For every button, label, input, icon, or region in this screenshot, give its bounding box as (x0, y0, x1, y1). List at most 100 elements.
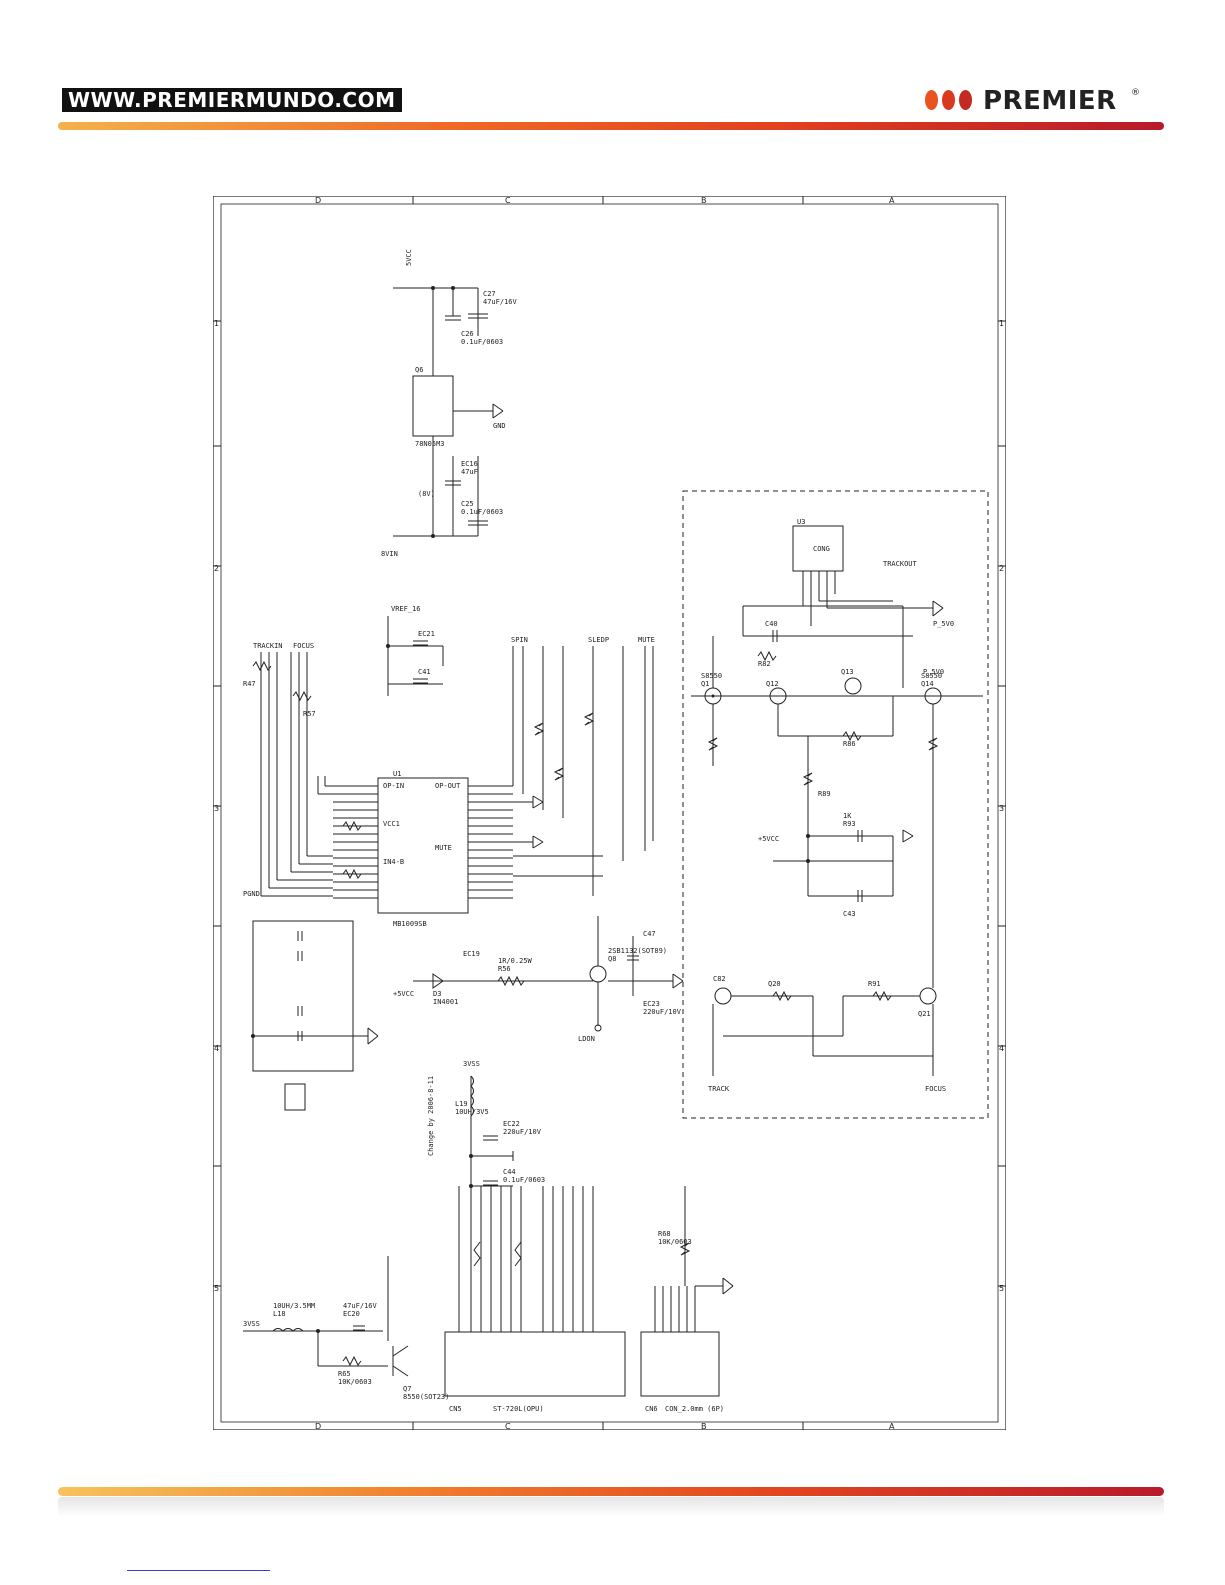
change-note: Change by 2006-8-11 (427, 1076, 435, 1156)
logo-dot-icon (959, 90, 972, 110)
label-focus: FOCUS (925, 1085, 946, 1093)
component-ref: R93 (843, 820, 856, 828)
zone-number: 5 (214, 1284, 219, 1293)
zone-letter: B (701, 196, 707, 205)
zone-number: 3 (214, 804, 219, 813)
component-value: 10K/0603 (338, 1378, 372, 1386)
hall-ref: U3 (797, 518, 805, 526)
zone-number: 5 (999, 1284, 1004, 1293)
regulator-part: 78N05M3 (415, 440, 445, 448)
zone-letter: B (701, 1422, 707, 1430)
label-focus: FOCUS (293, 642, 314, 650)
label-vref: VREF_16 (391, 605, 421, 613)
component-ref: C26 (461, 330, 474, 338)
label-p5v: P_5V0 (923, 668, 944, 676)
regulator-note: (8V) (418, 490, 435, 498)
component-ref: R57 (303, 710, 316, 718)
component-ref: R56 (498, 965, 511, 973)
component-ref: EC20 (343, 1310, 360, 1318)
component-ref: EC23 (643, 1000, 660, 1008)
label-ldon: LDON (578, 1035, 595, 1043)
component-ref: R91 (868, 980, 881, 988)
component-ref: C82 (713, 975, 726, 983)
component-ref: R86 (843, 740, 856, 748)
label-gnd: GND (493, 422, 506, 430)
component-ref: Q8 (608, 955, 616, 963)
component-ref: R65 (338, 1370, 351, 1378)
regulator-ref: Q6 (415, 366, 423, 374)
component-value: 0.1uF/0603 (461, 338, 503, 346)
component-ref: Q1 (701, 680, 709, 688)
component-ref: R68 (658, 1230, 671, 1238)
component-ref: R82 (758, 660, 771, 668)
label-8vin: 8VIN (381, 550, 398, 558)
component-ref: C44 (503, 1168, 516, 1176)
zone-number: 4 (999, 1044, 1004, 1053)
ic-main-pin: OP-IN (383, 782, 404, 790)
component-ref: C40 (765, 620, 778, 628)
zone-number: 2 (214, 564, 219, 573)
component-ref: EC21 (418, 630, 435, 638)
registered-mark: ® (1131, 88, 1140, 98)
ic-main-part: MB1009SB (393, 920, 427, 928)
component-ref: L18 (273, 1310, 286, 1318)
component-ref: Q12 (766, 680, 779, 688)
header-divider-bar (58, 122, 1164, 130)
component-value: S8550 (701, 672, 722, 680)
zone-letter: D (315, 1422, 321, 1430)
ic-main-pin: OP-OUT (435, 782, 461, 790)
website-url: WWW.PREMIERMUNDO.COM (62, 88, 402, 112)
component-ref: C25 (461, 500, 474, 508)
ic-main-ref: U1 (393, 770, 401, 778)
component-ref: EC16 (461, 460, 478, 468)
cn6-ref: CN6 (645, 1405, 658, 1413)
component-value: 10UH/3.5MM (273, 1302, 315, 1310)
component-value: 1R/0.25W (498, 957, 533, 965)
label-lens: 3VSS (243, 1320, 260, 1328)
logo-dot-icon (925, 90, 938, 110)
label-p5v: P_5V0 (933, 620, 954, 628)
footer-link-underline[interactable] (127, 1570, 270, 1571)
component-ref: Q21 (918, 1010, 931, 1018)
component-value: 2SB1132(SOT89) (608, 947, 667, 955)
circuit-schematic: 5VCC 8VIN (8V) Q6 78N05M3 GND VREF_16 TR… (213, 196, 1006, 1430)
component-value: S8550 (921, 672, 942, 680)
component-value: 220uF/10V (503, 1128, 542, 1136)
label-pgnd: PGND (243, 890, 260, 898)
label-5vcc: 5VCC (405, 249, 413, 266)
ic-main-pin: MUTE (435, 844, 452, 852)
footer-bar-shadow (58, 1497, 1164, 1517)
component-ref: Q7 (403, 1385, 411, 1393)
label-sled: SLEDP (588, 636, 609, 644)
zone-letter: D (315, 196, 321, 205)
zone-letter: C (505, 196, 511, 205)
zone-number: 4 (214, 1044, 219, 1053)
component-value: 47uF (461, 468, 478, 476)
zone-letter: C (505, 1422, 511, 1430)
component-ref: EC19 (463, 950, 480, 958)
cn6-part: CON_2.0mm (6P) (665, 1405, 724, 1413)
ic-main-pin: VCC1 (383, 820, 400, 828)
zone-number: 1 (214, 319, 219, 328)
label-tracking: TRACK (708, 1085, 730, 1093)
zone-number: 2 (999, 564, 1004, 573)
component-value: 10UH/3V5 (455, 1108, 489, 1116)
ic-main-pin: IN4-B (383, 858, 404, 866)
hall-part: CONG (813, 545, 830, 553)
zone-letter: A (889, 1422, 895, 1430)
label-mvcc: +5VCC (393, 990, 414, 998)
premier-logo: PREMIER ® (925, 86, 1165, 116)
zone-letter: A (889, 196, 895, 205)
footer-divider-bar (58, 1487, 1164, 1496)
logo-dot-icon (942, 90, 955, 110)
component-value: 8550(SOT23) (403, 1393, 449, 1401)
component-value: 10K/0603 (658, 1238, 692, 1246)
component-value: IN4001 (433, 998, 458, 1006)
component-ref: C27 (483, 290, 496, 298)
zone-number: 1 (999, 319, 1004, 328)
label-tracko: TRACKOUT (883, 560, 918, 568)
cn5-part: ST-720L(OPU) (493, 1405, 544, 1413)
component-ref: C47 (643, 930, 656, 938)
component-value: 1K (843, 812, 852, 820)
component-value: 220uF/10V (643, 1008, 682, 1016)
